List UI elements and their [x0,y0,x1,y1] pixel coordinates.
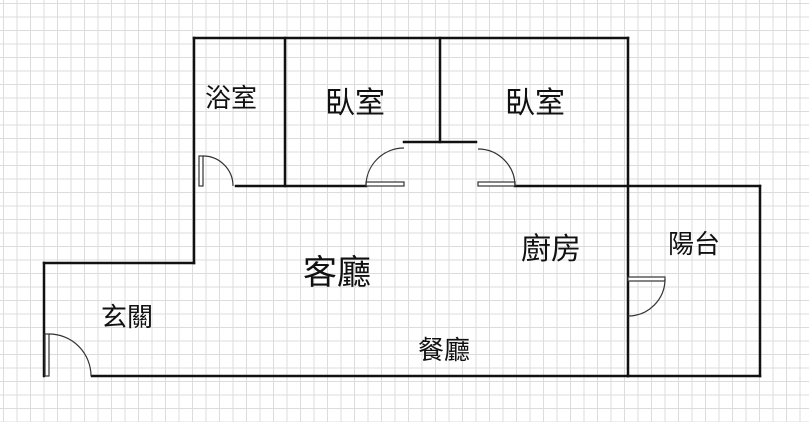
room-label-entrance: 玄關 [101,303,154,333]
bedroom-2-door [477,148,516,187]
entrance-door [44,333,92,377]
room-label-dining-room: 餐廳 [418,336,471,366]
room-label-balcony: 陽台 [668,230,721,260]
room-label-bathroom: 浴室 [205,84,258,114]
room-label-kitchen: 廚房 [521,232,581,267]
room-label-living-room: 客廳 [303,253,371,293]
room-label-bedroom-1: 臥室 [325,86,385,121]
bathroom-door [198,155,234,187]
room-label-bedroom-2: 臥室 [505,86,565,121]
balcony-door [627,276,666,317]
bedroom-1-door [365,147,405,187]
